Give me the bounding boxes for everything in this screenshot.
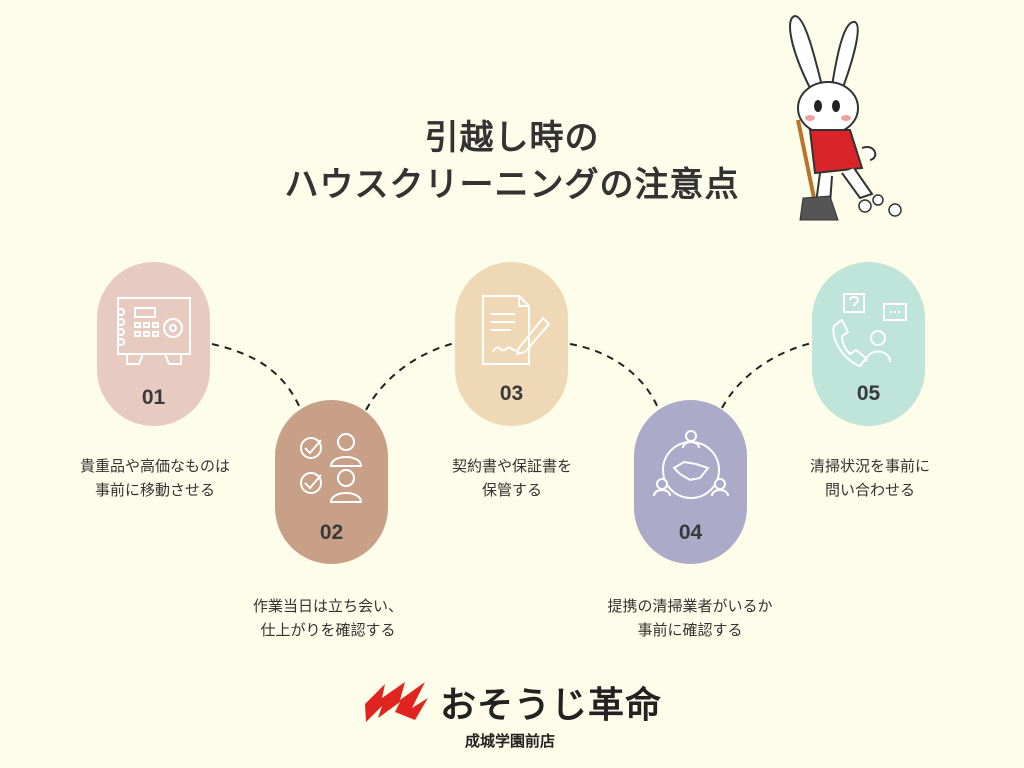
step-04-description: 提携の清掃業者がいるか 事前に確認する xyxy=(570,594,810,642)
step-01-description: 貴重品や高価なものは 事前に移動させる xyxy=(35,454,275,502)
checklist-people-icon xyxy=(300,433,363,503)
description-line: 契約書や保証書を xyxy=(451,457,572,475)
step-number: 05 xyxy=(856,382,881,405)
description-line: 仕上がりを確認する xyxy=(260,621,396,639)
step-01-pill: 01 xyxy=(97,262,210,426)
step-05-pill: 05 xyxy=(812,262,925,426)
step-number: 04 xyxy=(678,521,703,544)
signed-document-icon xyxy=(482,295,551,365)
step-number: 01 xyxy=(141,386,166,409)
title-line-2: ハウスクリーニングの注意点 xyxy=(284,165,740,205)
phone-inquiry-icon xyxy=(832,293,907,368)
step-03-description: 契約書や保証書を 保管する xyxy=(392,454,632,502)
step-05-description: 清掃状況を事前に 問い合わせる xyxy=(750,454,990,502)
step-03-pill: 03 xyxy=(455,262,568,426)
description-line: 作業当日は立ち会い、 xyxy=(252,597,403,615)
step-number: 02 xyxy=(319,521,344,544)
step-02-description: 作業当日は立ち会い、 仕上がりを確認する xyxy=(208,594,448,642)
description-line: 清掃状況を事前に xyxy=(809,457,930,475)
title-line-1: 引越し時の xyxy=(424,118,600,158)
handshake-network-icon xyxy=(653,430,729,499)
description-line: 保管する xyxy=(481,481,542,499)
description-line: 問い合わせる xyxy=(824,481,915,499)
branch-name: 成城学園前店 xyxy=(464,732,555,750)
description-line: 貴重品や高価なものは xyxy=(79,457,230,475)
step-02-pill: 02 xyxy=(275,400,388,564)
brand-name: おそうじ革命 xyxy=(440,685,663,726)
description-line: 提携の清掃業者がいるか xyxy=(607,597,773,615)
step-number: 03 xyxy=(499,382,524,405)
rabbit-mascot-illustration xyxy=(789,14,902,221)
safe-icon xyxy=(117,297,191,365)
step-04-pill: 04 xyxy=(634,400,747,564)
brand-logo-mark xyxy=(365,682,428,722)
description-line: 事前に移動させる xyxy=(94,481,215,499)
description-line: 事前に確認する xyxy=(637,621,743,639)
